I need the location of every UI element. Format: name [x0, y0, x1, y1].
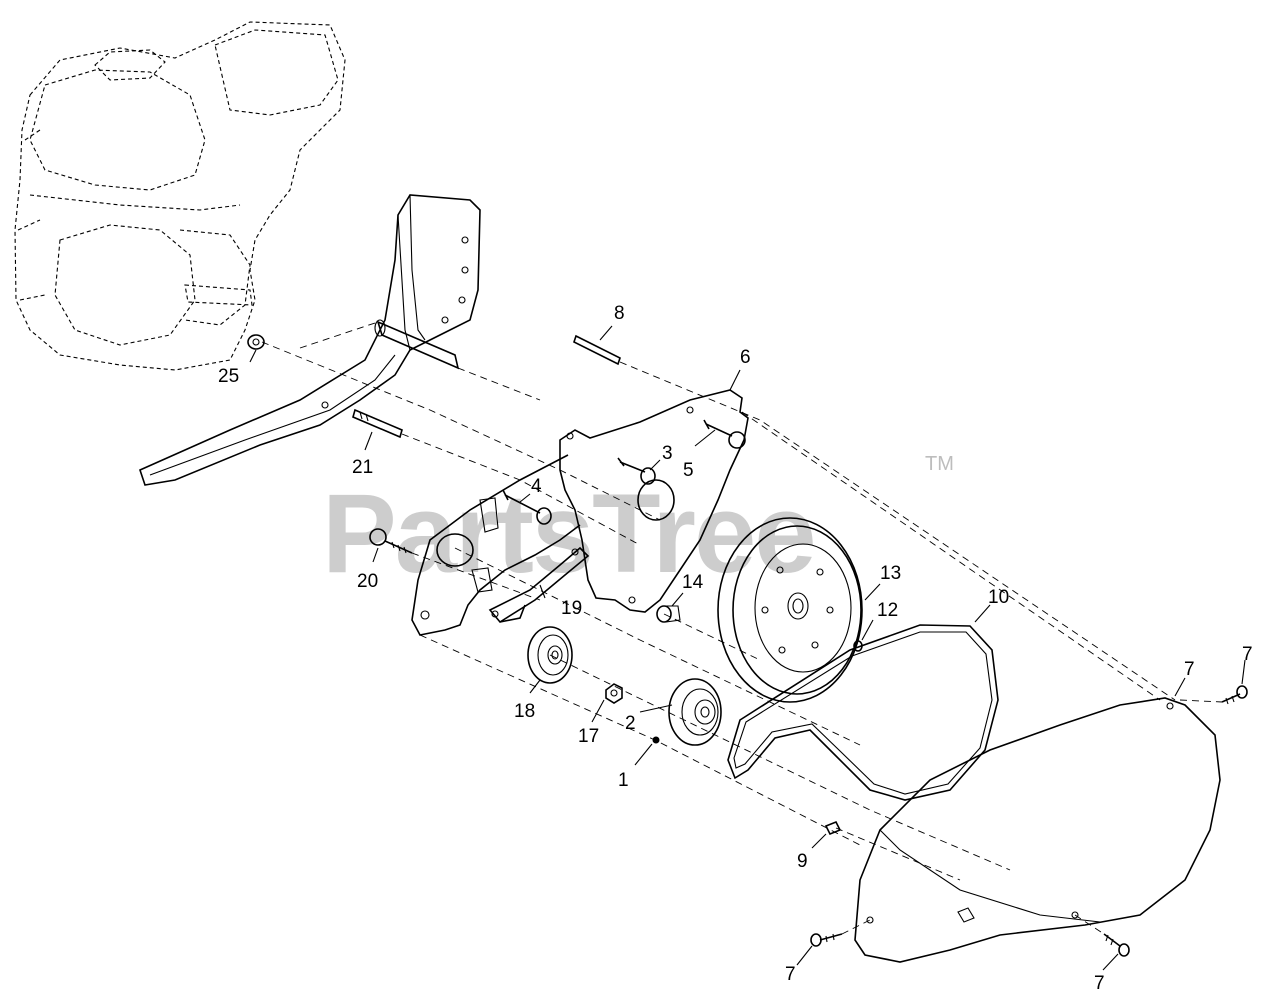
- part-8-pin: [573, 334, 621, 366]
- part-16-bushing: [656, 605, 681, 623]
- part-1-fastener: [652, 736, 660, 744]
- part-7-screw-bottom-left: [810, 933, 843, 947]
- callout-16: 14: [682, 572, 704, 593]
- part-4-bolt: [502, 489, 552, 525]
- callout-labels: 25 8 6 3 4 5 21 20 14 19 18 17 2 1 13 12…: [218, 303, 1253, 994]
- part-25-nut: [247, 334, 265, 350]
- watermark-trademark: TM: [925, 453, 954, 475]
- callout-4: 4: [531, 476, 542, 497]
- callout-14: 13: [880, 563, 901, 584]
- part-7-screw-top: [1221, 685, 1248, 705]
- part-3-bolt: [617, 457, 656, 485]
- part-18-idler-pulley: [527, 626, 573, 684]
- frame-bracket: [139, 194, 481, 486]
- callout-7-bottom-right: 7: [1094, 973, 1105, 994]
- callout-17: 17: [578, 726, 599, 747]
- parts-tree-watermark: PartsTree TM: [322, 453, 954, 596]
- callout-10: 9: [797, 851, 808, 872]
- callout-19: 19: [561, 598, 582, 619]
- part-9-belt-cover: [854, 697, 1221, 963]
- part-20-bolt: [369, 528, 413, 554]
- part-5-bolt: [703, 419, 746, 449]
- callout-7-bottom-left: 7: [785, 964, 796, 985]
- leader-lines: [249, 325, 1246, 971]
- callout-21: 21: [352, 457, 373, 478]
- part-6-plate: [411, 389, 749, 636]
- callout-18: 18: [514, 701, 535, 722]
- callout-9: 7: [1184, 659, 1195, 680]
- assembly-centerlines: [261, 321, 1223, 935]
- part-14-large-pulley: [717, 517, 863, 703]
- callout-3: 3: [662, 443, 673, 464]
- callout-5: 5: [683, 460, 694, 481]
- part-17-nut: [605, 683, 623, 704]
- callout-1: 1: [618, 770, 629, 791]
- part-2-engine-pulley: [668, 678, 722, 746]
- part-10-clip: [824, 820, 842, 836]
- callout-12: 10: [988, 587, 1009, 608]
- part-19-bracket: [488, 546, 590, 624]
- callout-7-top: 7: [1242, 644, 1253, 665]
- callout-20: 20: [357, 571, 378, 592]
- part-21-pin: [352, 408, 403, 439]
- callout-13: 12: [877, 600, 898, 621]
- callout-25: 25: [218, 366, 239, 387]
- part-7-screw-bottom-right: [1103, 933, 1130, 957]
- engine-outline: [14, 21, 346, 371]
- callout-6: 6: [740, 347, 751, 368]
- part-12-belt: [727, 624, 999, 801]
- callout-2: 2: [625, 713, 636, 734]
- callout-8: 8: [614, 303, 625, 324]
